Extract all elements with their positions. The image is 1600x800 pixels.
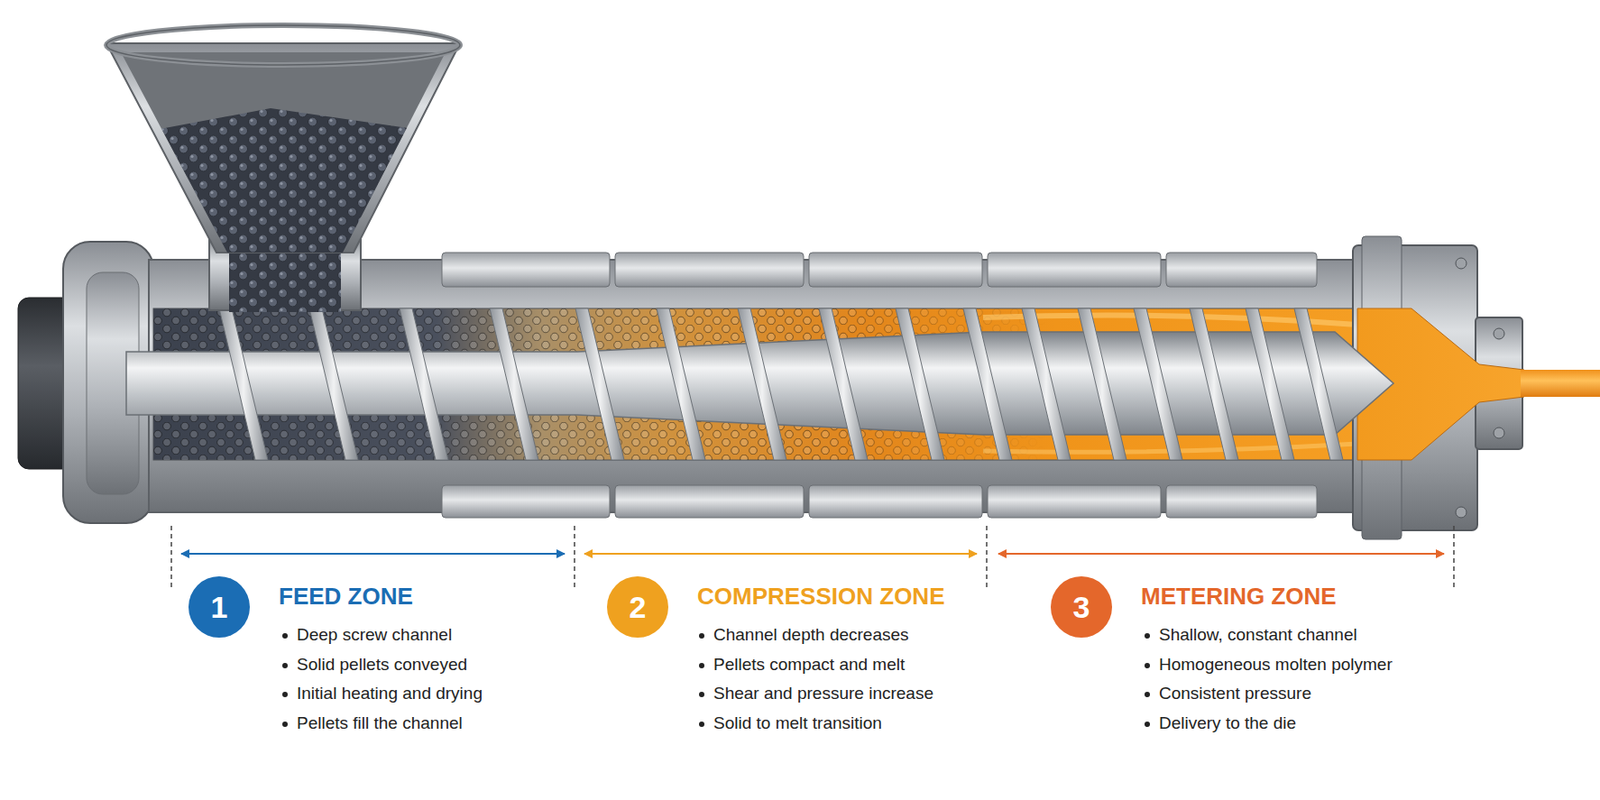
heater-band [809, 252, 983, 287]
heater-band [987, 252, 1161, 287]
zone-divider [573, 525, 576, 591]
callout-number: 1 [211, 588, 229, 626]
zone-divider [170, 525, 173, 591]
screw-flight [1133, 308, 1183, 460]
screw-flight [818, 308, 868, 460]
screw-flight [575, 308, 625, 460]
heater-band [441, 485, 610, 518]
bullet-text: Deep screw channel [296, 624, 452, 646]
pellet-pile [126, 108, 433, 271]
screw-flight [963, 308, 1012, 460]
screw-flight [1294, 308, 1343, 460]
zone-divider [1452, 525, 1455, 591]
screw-flight [737, 308, 787, 460]
dimension-arrow [998, 552, 1444, 555]
dimension-arrow [181, 552, 565, 555]
screw-flight [1077, 308, 1127, 460]
bolt [1493, 427, 1505, 439]
bullet-text: Channel depth decreases [713, 624, 910, 646]
bullet-text: Shear and pressure increase [713, 682, 934, 705]
heater-band [987, 485, 1161, 518]
heater-band [615, 252, 804, 287]
screw-flight [219, 308, 268, 460]
callout-number: 3 [1073, 588, 1091, 626]
zone-heading: COMPRESSION ZONE [697, 582, 945, 610]
hopper-rim-edge [106, 25, 460, 65]
bolt [1493, 328, 1505, 340]
heater-band [809, 485, 983, 518]
bolt [1455, 257, 1467, 269]
bullet-text: Pellets fill the channel [296, 712, 463, 735]
zone-heading: FEED ZONE [278, 582, 414, 610]
heater-band [1166, 485, 1317, 518]
bullet-text: Consistent pressure [1158, 682, 1312, 705]
zone-number-circle: 3METERING ZONE [1050, 576, 1113, 638]
bullet-text: Homogeneous molten polymer [1158, 653, 1393, 676]
hopper-pellets [126, 108, 433, 271]
bolt [1455, 506, 1467, 518]
dimension-arrow [584, 552, 977, 555]
bullet-text: Shallow, constant channel [1158, 624, 1358, 646]
screw-flight [309, 308, 359, 460]
screw-flight [1021, 308, 1071, 460]
hopper-rim [106, 25, 460, 65]
callout-number: 2 [629, 588, 647, 626]
zone-number-circle: 1FEED ZONE [188, 576, 250, 638]
heater-band [441, 252, 610, 287]
screw-flight [489, 308, 539, 460]
zone-number-circle: 2COMPRESSION ZONE [606, 576, 669, 638]
screw-flight [1189, 308, 1239, 460]
screw-flight [1245, 308, 1295, 460]
screw-flight [656, 308, 706, 460]
screw-flights [219, 308, 1343, 460]
zone-heading: METERING ZONE [1140, 582, 1337, 610]
screw-flight [399, 308, 449, 460]
bullet-text: Pellets compact and melt [713, 653, 905, 676]
bullet-text: Solid to melt transition [713, 712, 883, 735]
screw-flight [895, 308, 945, 460]
bullet-text: Solid pellets conveyed [296, 653, 468, 676]
zone-dimensions [171, 525, 1454, 591]
bullet-text: Initial heating and drying [296, 682, 483, 705]
heater-band [1166, 252, 1317, 287]
bullet-text: Delivery to the die [1158, 712, 1297, 735]
zone-divider [985, 525, 988, 591]
extrudate [1520, 369, 1600, 397]
heater-band [615, 485, 804, 518]
